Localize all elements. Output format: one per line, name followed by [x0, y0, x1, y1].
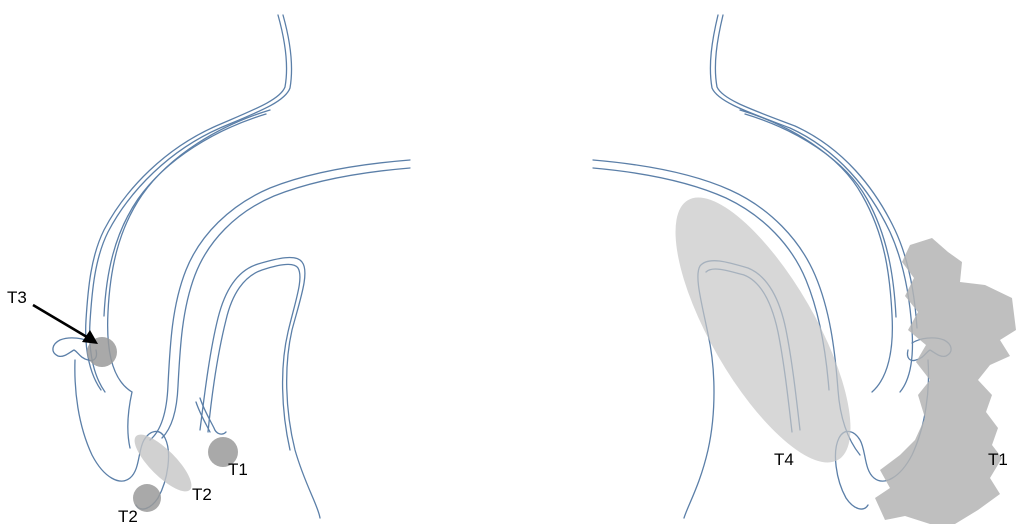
label-t2-bottom: T2	[118, 507, 138, 524]
left-outer-contour-inner	[86, 15, 287, 390]
right-panel: T4 T1	[593, 15, 1016, 524]
label-t1-right: T1	[988, 450, 1008, 469]
label-t2-mid: T2	[192, 485, 212, 504]
label-t1-left: T1	[228, 460, 248, 479]
left-inner-loop	[200, 258, 320, 518]
left-panel: T3 T1 T2 T2	[7, 15, 410, 524]
left-inner-loop-2	[208, 264, 300, 450]
label-t3: T3	[7, 288, 27, 307]
left-chin-contour-2	[128, 392, 132, 448]
left-middle-arch	[150, 160, 410, 440]
t1-right-lesion	[875, 238, 1016, 524]
label-t4: T4	[774, 450, 794, 469]
t4-lesion	[643, 174, 883, 486]
left-band-upper	[108, 110, 270, 392]
t3-arrow-line	[33, 305, 92, 340]
left-middle-arch-2	[162, 168, 410, 438]
